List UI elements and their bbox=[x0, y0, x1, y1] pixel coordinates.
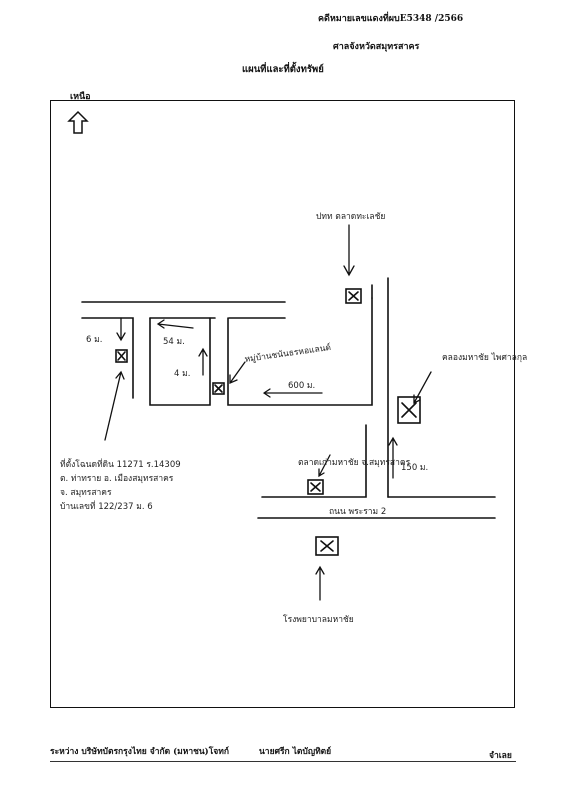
page-title: แผนที่และที่ตั้งทรัพย์ bbox=[242, 64, 324, 75]
dist-6-label: 6 ม. bbox=[86, 335, 102, 345]
hospital-marker bbox=[315, 536, 339, 556]
case-number: คดีหมายเลขแดงที่ผบE5348 /2566 bbox=[318, 14, 464, 24]
north-label: เหนือ bbox=[70, 92, 91, 102]
canal-marker bbox=[397, 396, 421, 424]
canal-label: คลองมหาชัย ไพศาลกุล bbox=[442, 352, 527, 363]
parties-text: ระหว่าง บริษัทบัตรกรุงไทย จำกัด (มหาชน)โ… bbox=[50, 747, 229, 757]
property-marker bbox=[115, 349, 128, 363]
property-address: ที่ตั้งโฉนดที่ดิน 11271 ร.14309 ต. ท่าทร… bbox=[60, 458, 181, 514]
lane-marker bbox=[212, 382, 225, 395]
address-line: บ้านเลขที่ 122/237 ม. 6 bbox=[60, 502, 153, 512]
map-frame bbox=[50, 100, 515, 708]
court-name: ศาลจังหวัดสมุทรสาคร bbox=[333, 42, 420, 52]
defendant-name: นายศรีก ไตบัญทิตย์ bbox=[259, 747, 332, 757]
address-line: ที่ตั้งโฉนดที่ดิน 11271 ร.14309 bbox=[60, 460, 181, 470]
defendant-role: จำเลย bbox=[489, 751, 512, 761]
dist-150-label: 150 ม. bbox=[401, 463, 428, 473]
dist-600-label: 600 ม. bbox=[288, 381, 315, 391]
dist-4-label: 4 ม. bbox=[174, 369, 190, 379]
arrow-up-icon bbox=[67, 110, 89, 134]
temple-marker bbox=[307, 479, 324, 495]
hospital-label: โรงพยาบาลมหาชัย bbox=[283, 614, 354, 625]
pattana-marker bbox=[345, 288, 362, 304]
dist-54-label: 54 ม. bbox=[163, 337, 185, 347]
address-line: ต. ท่าทราย อ. เมืองสมุทรสาคร bbox=[60, 474, 174, 484]
pattana-label: ปทท ตลาดทะเลชัย bbox=[316, 212, 385, 222]
temple-label: ตลาดเก่ามหาชัย จ.สมุทรสาคร bbox=[298, 458, 411, 468]
road-name-label: ถนน พระราม 2 bbox=[329, 507, 386, 517]
lane-name-label: หมู่บ้านชนันธรหอแลนด์ bbox=[244, 342, 332, 365]
footer-divider bbox=[50, 761, 516, 762]
address-line: จ. สมุทรสาคร bbox=[60, 488, 112, 498]
